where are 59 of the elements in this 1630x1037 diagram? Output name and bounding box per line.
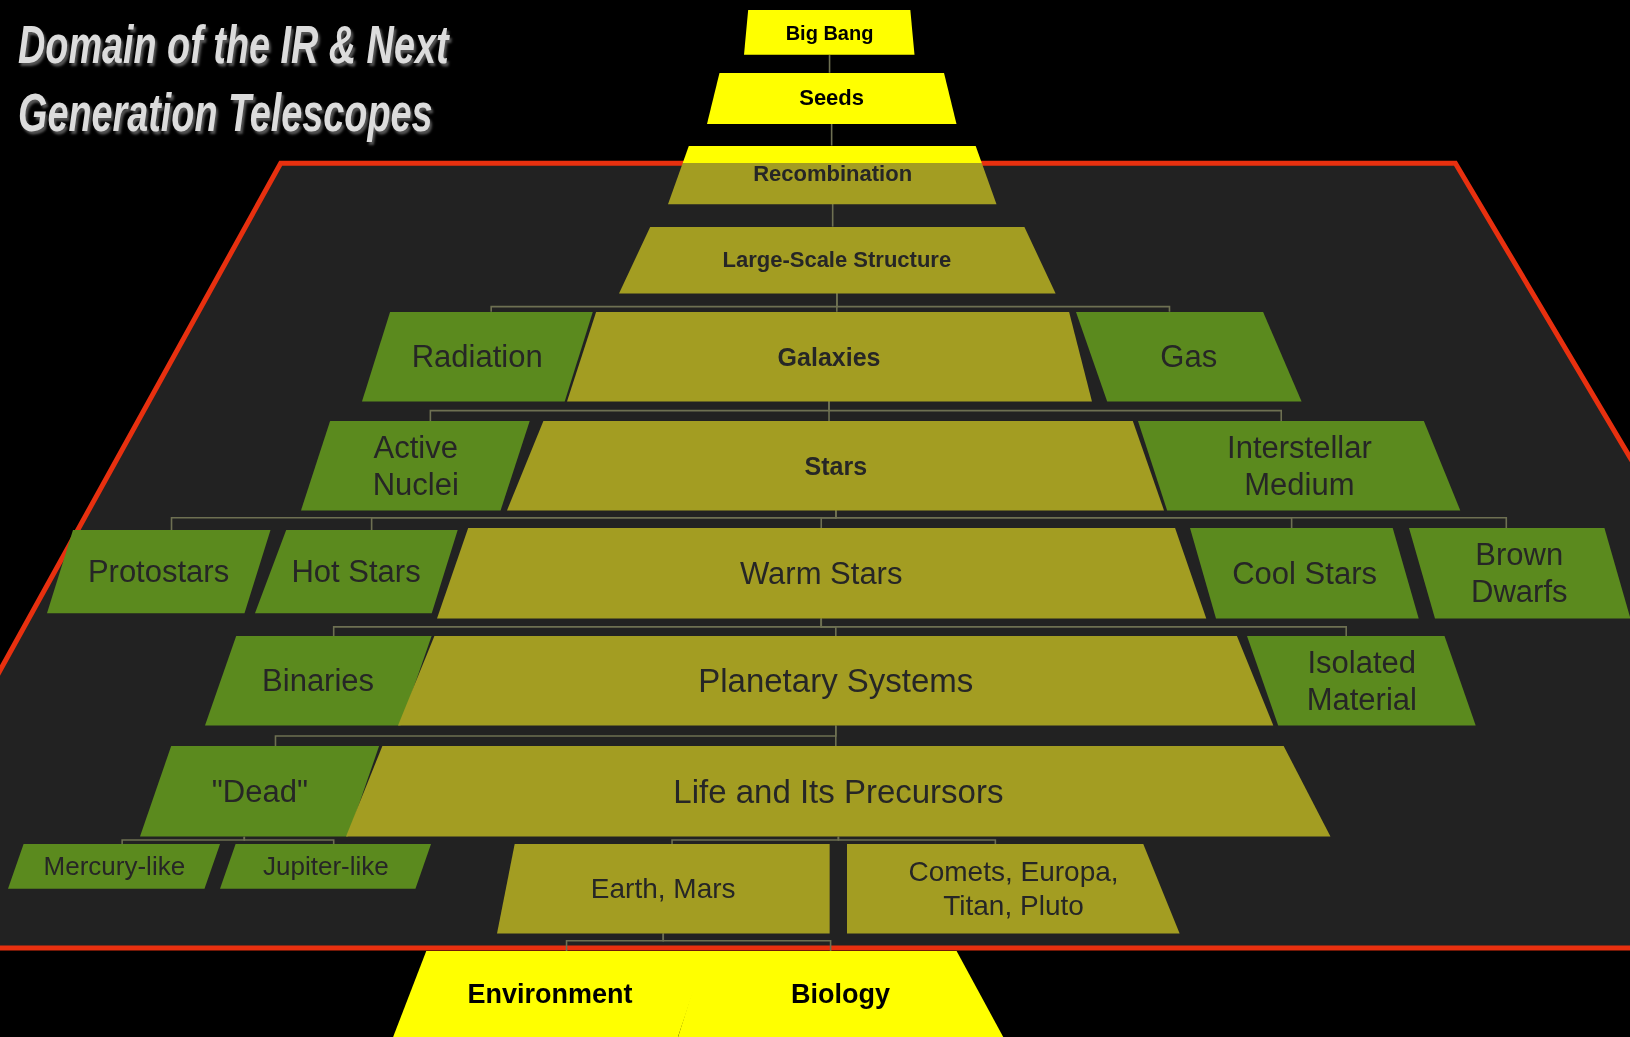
connector-line xyxy=(837,836,997,845)
trapezoid-box xyxy=(301,421,531,511)
node-label: Brown Dwarfs xyxy=(1470,536,1569,611)
connector-line xyxy=(830,122,833,147)
node-label: Environment xyxy=(467,978,633,1011)
trapezoid-box xyxy=(1408,528,1630,619)
node-label: Big Bang xyxy=(785,20,874,45)
trapezoid-box xyxy=(1190,528,1419,619)
node-label: Stars xyxy=(804,450,868,481)
connector-line xyxy=(243,836,335,845)
trapezoid-box xyxy=(346,746,1331,837)
node-label: Active Nuclei xyxy=(371,428,460,503)
trapezoid-box xyxy=(847,844,1180,934)
trapezoid-box xyxy=(744,10,915,56)
node-label: Cool Stars xyxy=(1232,554,1377,592)
connector-line xyxy=(836,292,1171,313)
trapezoid-box xyxy=(140,746,380,837)
overlay-title: Domain of the IR & Next Generation Telescopes xyxy=(18,13,451,144)
node-label: Recombination xyxy=(753,161,913,188)
node-label: Radiation xyxy=(411,337,543,376)
trapezoid-box xyxy=(254,530,458,614)
trapezoid-box xyxy=(46,530,271,614)
trapezoid-box xyxy=(361,311,593,402)
connector-line xyxy=(662,932,832,952)
node-label: Binaries xyxy=(262,662,375,700)
trapezoid-box xyxy=(220,844,432,889)
connector-line xyxy=(820,617,1347,637)
trapezoid-box xyxy=(204,636,432,726)
node-label: Biology xyxy=(790,978,890,1011)
trapezoid-box xyxy=(1247,636,1477,726)
node-label: Jupiter-like xyxy=(263,850,389,883)
trapezoid-box xyxy=(566,311,1092,402)
trapezoid-box xyxy=(8,844,221,889)
connector-line xyxy=(835,724,837,748)
trapezoid-box xyxy=(706,72,957,124)
trapezoid-box xyxy=(398,636,1274,726)
node-label: "Dead" xyxy=(211,773,308,811)
node-label: Protostars xyxy=(87,553,230,591)
trapezoid-box xyxy=(1075,311,1302,402)
node-label: Planetary Systems xyxy=(698,661,974,701)
trapezoid-box xyxy=(496,844,830,934)
trapezoid-box xyxy=(668,145,997,204)
connector-line xyxy=(121,836,246,845)
node-label: Isolated Material xyxy=(1305,643,1418,719)
node-label: Comets, Europa, Titan, Pluto xyxy=(907,855,1120,923)
node-label: Earth, Mars xyxy=(590,872,736,906)
node-label: Large-Scale Structure xyxy=(722,246,952,274)
node-label: Gas xyxy=(1160,337,1218,376)
trapezoid-box xyxy=(507,421,1165,511)
trapezoid-box xyxy=(436,528,1206,619)
node-label: Galaxies xyxy=(777,341,881,372)
node-label: Warm Stars xyxy=(740,554,903,592)
node-label: Seeds xyxy=(799,85,865,112)
connector-line xyxy=(671,836,840,845)
node-label: Mercury-like xyxy=(43,850,186,883)
node-label: Life and Its Precursors xyxy=(673,771,1004,812)
node-label: Interstellar Medium xyxy=(1226,428,1373,503)
connector-line xyxy=(831,202,834,228)
node-label: Hot Stars xyxy=(291,553,421,591)
